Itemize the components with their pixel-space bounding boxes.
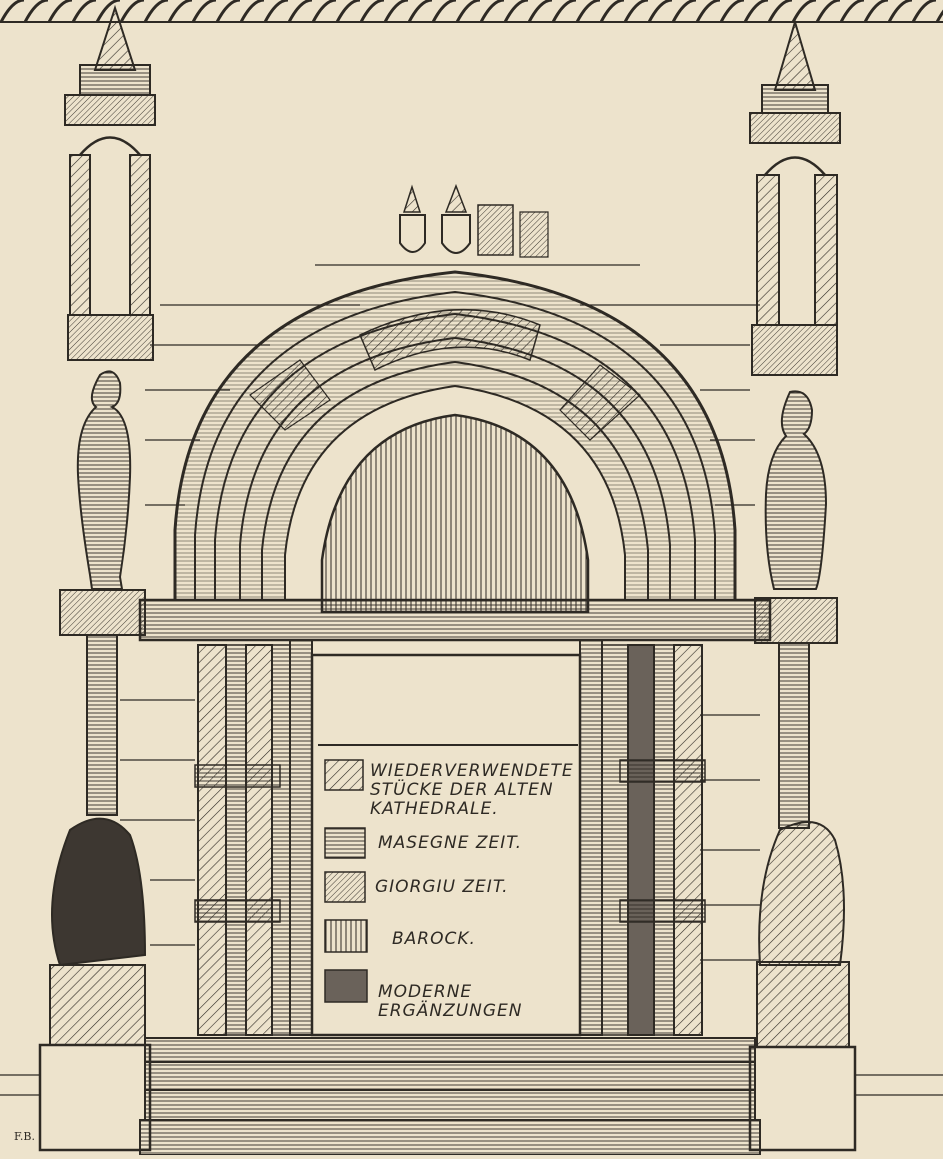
legend-swatch-masegne [324, 827, 366, 859]
tympanum [320, 413, 590, 614]
legend-label-masegne: MASEGNE ZEIT. [378, 833, 523, 853]
steps [139, 1037, 761, 1156]
jamb-columns-left [194, 644, 291, 1036]
statue-right [764, 390, 828, 590]
right-pinnacle [749, 18, 841, 376]
statue-left [76, 370, 132, 590]
outer-column-left [86, 634, 118, 816]
archivolts [173, 270, 737, 600]
jamb-columns-right [601, 644, 706, 1036]
coats-of-arms [399, 183, 549, 258]
legend-label-reused: WIEDERVERWENDETE STÜCKE DER ALTEN KATHED… [370, 761, 574, 819]
lion-right [758, 821, 845, 966]
legend-label-giorgiu: GIORGIU ZEIT. [375, 877, 509, 897]
legend-swatch-reused [324, 759, 364, 791]
artist-signature: F.B. [14, 1130, 35, 1143]
legend-swatch-moderne [324, 969, 368, 1003]
left-pinnacle [64, 4, 156, 361]
outer-column-right [778, 642, 810, 829]
legend [324, 759, 368, 1003]
rope-border [0, 0, 943, 22]
legend-swatch-giorgiu [324, 871, 366, 903]
legend-label-barock: BAROCK. [392, 929, 476, 949]
legend-swatch-barock [324, 919, 368, 953]
lion-left [51, 817, 147, 967]
legend-label-moderne: MODERNE ERGÄNZUNGEN [378, 982, 523, 1021]
lintel [138, 598, 772, 642]
